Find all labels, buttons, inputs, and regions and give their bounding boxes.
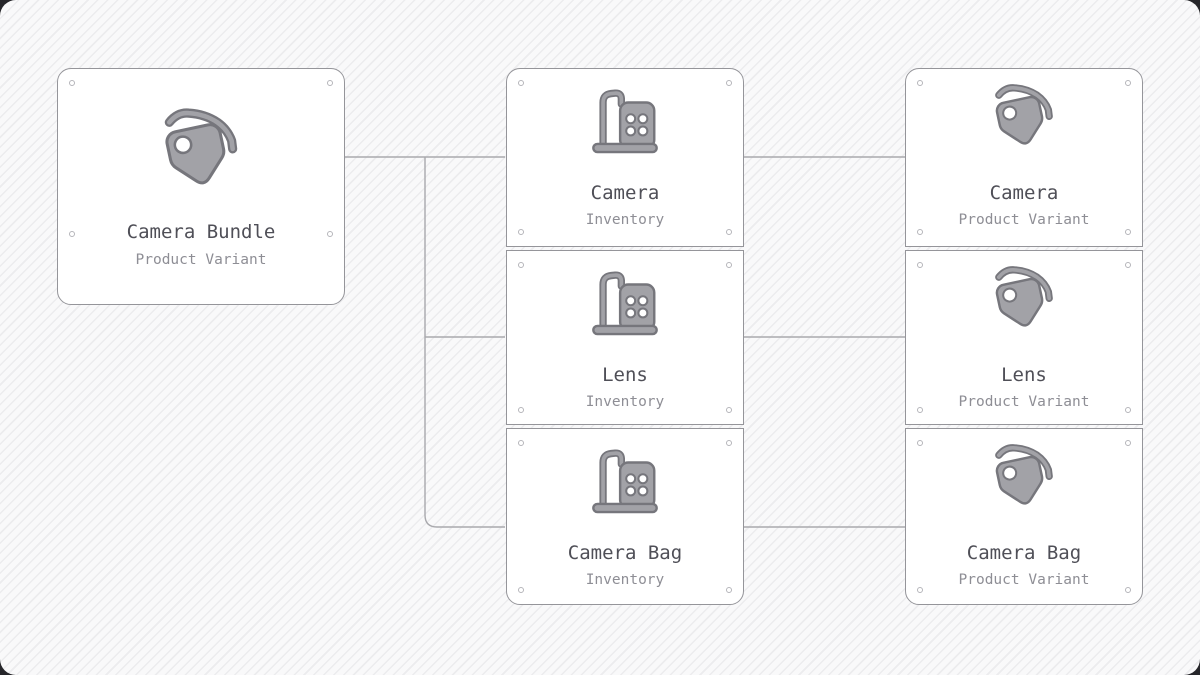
node-lens-variant[interactable]: Lens Product Variant: [905, 250, 1143, 425]
node-title: Camera Bag: [567, 542, 683, 564]
node-title: Camera: [989, 182, 1059, 204]
connector-dot[interactable]: [518, 229, 524, 235]
node-subtitle: Inventory: [585, 394, 665, 410]
node-subtitle: Inventory: [585, 572, 665, 588]
connector-dot[interactable]: [726, 262, 732, 268]
edge-bundle-trunk: [424, 157, 505, 528]
node-camera-variant[interactable]: Camera Product Variant: [905, 68, 1143, 247]
connector-dot[interactable]: [1125, 229, 1131, 235]
connector-dot[interactable]: [1125, 440, 1131, 446]
connector-dot[interactable]: [1125, 80, 1131, 86]
connector-dot[interactable]: [1125, 262, 1131, 268]
connector-dot[interactable]: [518, 262, 524, 268]
building-icon: [586, 83, 664, 161]
node-title: Camera Bag: [966, 542, 1082, 564]
building-icon: [586, 265, 664, 343]
node-title: Camera Bundle: [126, 221, 276, 243]
node-subtitle: Product Variant: [135, 252, 267, 268]
node-subtitle: Product Variant: [958, 572, 1090, 588]
connector-dot[interactable]: [518, 407, 524, 413]
connector-dot[interactable]: [1125, 407, 1131, 413]
node-lens-inventory[interactable]: Lens Inventory: [506, 250, 744, 425]
connector-dot[interactable]: [518, 440, 524, 446]
connector-dot[interactable]: [69, 231, 75, 237]
connector-dot[interactable]: [726, 587, 732, 593]
connector-dot[interactable]: [69, 80, 75, 86]
node-camera-inventory[interactable]: Camera Inventory: [506, 68, 744, 247]
connector-dot[interactable]: [518, 80, 524, 86]
tag-icon: [985, 265, 1063, 343]
connector-dot[interactable]: [726, 229, 732, 235]
connector-dot[interactable]: [917, 229, 923, 235]
tag-icon: [152, 107, 250, 205]
node-title: Camera: [590, 182, 660, 204]
node-subtitle: Product Variant: [958, 394, 1090, 410]
connector-dot[interactable]: [917, 440, 923, 446]
connector-dot[interactable]: [327, 231, 333, 237]
tag-icon: [985, 443, 1063, 521]
node-title: Lens: [1001, 364, 1047, 386]
node-subtitle: Product Variant: [958, 212, 1090, 228]
node-title: Lens: [602, 364, 648, 386]
node-camerabag-inventory[interactable]: Camera Bag Inventory: [506, 428, 744, 605]
node-camera-bundle[interactable]: Camera Bundle Product Variant: [57, 68, 345, 305]
connector-dot[interactable]: [726, 80, 732, 86]
connector-dot[interactable]: [518, 587, 524, 593]
connector-dot[interactable]: [917, 262, 923, 268]
tag-icon: [985, 83, 1063, 161]
connector-dot[interactable]: [917, 80, 923, 86]
connector-dot[interactable]: [726, 440, 732, 446]
connector-dot[interactable]: [1125, 587, 1131, 593]
building-icon: [586, 443, 664, 521]
node-camerabag-variant[interactable]: Camera Bag Product Variant: [905, 428, 1143, 605]
connector-dot[interactable]: [327, 80, 333, 86]
node-subtitle: Inventory: [585, 212, 665, 228]
connector-dot[interactable]: [917, 587, 923, 593]
connector-dot[interactable]: [917, 407, 923, 413]
connector-dot[interactable]: [726, 407, 732, 413]
